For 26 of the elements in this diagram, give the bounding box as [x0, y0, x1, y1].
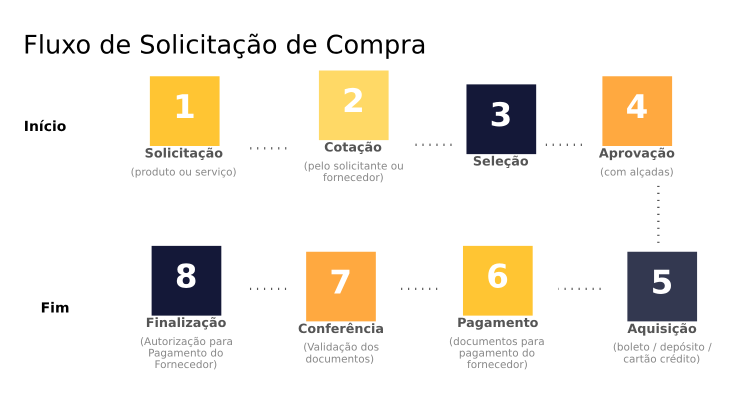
diagram-title: Fluxo de Solicitação de Compra — [23, 30, 426, 61]
label: Início — [24, 119, 66, 136]
node-box: 5 — [627, 252, 698, 322]
node-box: 3 — [466, 84, 536, 154]
node-label: (produto ou serviço) — [130, 166, 237, 178]
node-label: Conferência — [298, 322, 384, 337]
node-label: (boleto / depósito / cartão crédito) — [612, 342, 712, 366]
node-label: Solicitação — [144, 146, 223, 162]
node-box: 4 — [602, 76, 672, 146]
node-label: (Validação dos documentos) — [303, 342, 380, 366]
node-label: (pelo solicitante ou fornecedor) — [304, 160, 404, 184]
node-label: Aquisição — [627, 322, 697, 337]
node-label: (documentos para pagamento do fornecedor) — [449, 336, 545, 372]
node-label: Aprovação — [598, 146, 675, 162]
node-label: (Autorização para Pagamento do Fornecedor) — [140, 336, 233, 372]
node-box: 7 — [306, 252, 376, 322]
node-label: Finalização — [146, 316, 226, 331]
node-box: 6 — [462, 246, 533, 316]
node-box: 8 — [152, 246, 222, 316]
node-label: Cotação — [324, 140, 382, 156]
label: Fim — [40, 300, 70, 316]
node-label: Pagamento — [457, 316, 538, 331]
node-box: 1 — [150, 76, 220, 146]
node-label: (com alçadas) — [600, 166, 674, 178]
node-box: 2 — [318, 70, 389, 140]
node-label: Seleção — [472, 154, 529, 170]
